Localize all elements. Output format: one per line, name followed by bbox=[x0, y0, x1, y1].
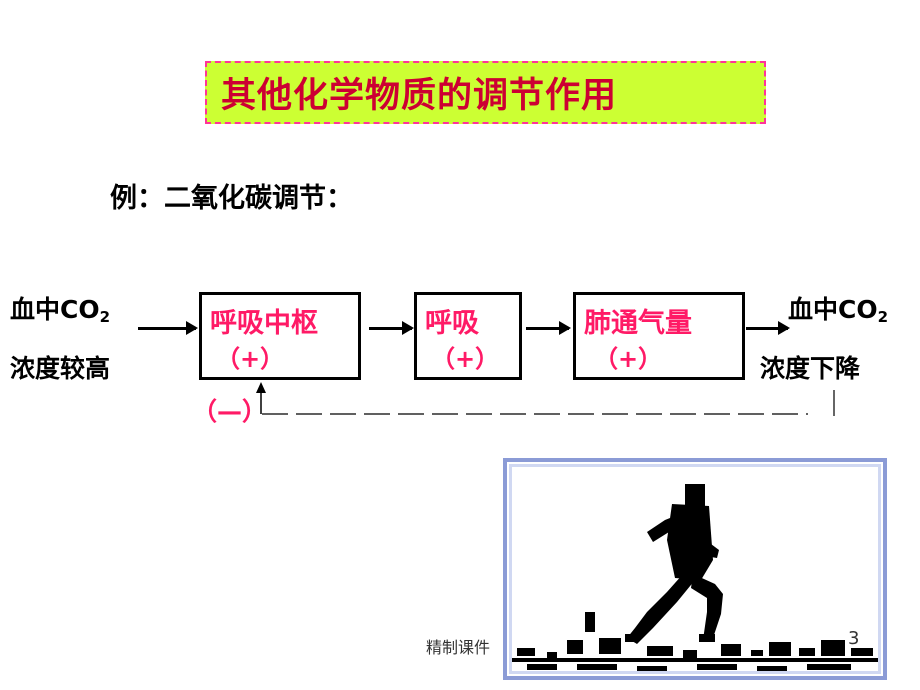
arrow-to-breathing bbox=[369, 321, 414, 335]
running-man-icon bbox=[511, 484, 879, 671]
right-label-line2: 浓度下降 bbox=[760, 354, 861, 383]
box-sign: （+） bbox=[216, 345, 285, 373]
right-label-line1: 血中CO2 bbox=[788, 295, 889, 326]
page-number: 3 bbox=[848, 628, 860, 649]
footer-text: 精制课件 bbox=[426, 638, 491, 657]
right-label: 血中CO2 浓度下降 bbox=[760, 284, 888, 395]
box-sign: （+） bbox=[594, 345, 663, 373]
box-label: 呼吸 bbox=[425, 308, 479, 339]
example-heading: 例：二氧化碳调节： bbox=[110, 183, 353, 214]
feedback-sign: （—） bbox=[192, 397, 268, 426]
box-respiratory-center: 呼吸中枢 （+） bbox=[199, 292, 361, 380]
box-ventilation: 肺通气量 （+） bbox=[573, 292, 745, 380]
slide-title: 其他化学物质的调节作用 bbox=[221, 76, 618, 116]
title-banner: 其他化学物质的调节作用 bbox=[205, 61, 766, 124]
left-label: 血中CO2 浓度较高 bbox=[10, 284, 110, 395]
running-figure-frame bbox=[503, 458, 887, 680]
feedback-arrowhead bbox=[256, 382, 266, 393]
left-label-line1: 血中CO2 bbox=[10, 295, 111, 326]
arrow-to-center bbox=[138, 321, 198, 335]
box-label: 肺通气量 bbox=[584, 308, 692, 339]
box-label: 呼吸中枢 bbox=[210, 308, 318, 339]
arrow-to-ventilation bbox=[526, 321, 571, 335]
left-label-line2: 浓度较高 bbox=[10, 354, 111, 383]
arrow-to-result bbox=[746, 321, 790, 335]
box-sign: （+） bbox=[431, 345, 500, 373]
box-breathing: 呼吸 （+） bbox=[414, 292, 522, 380]
